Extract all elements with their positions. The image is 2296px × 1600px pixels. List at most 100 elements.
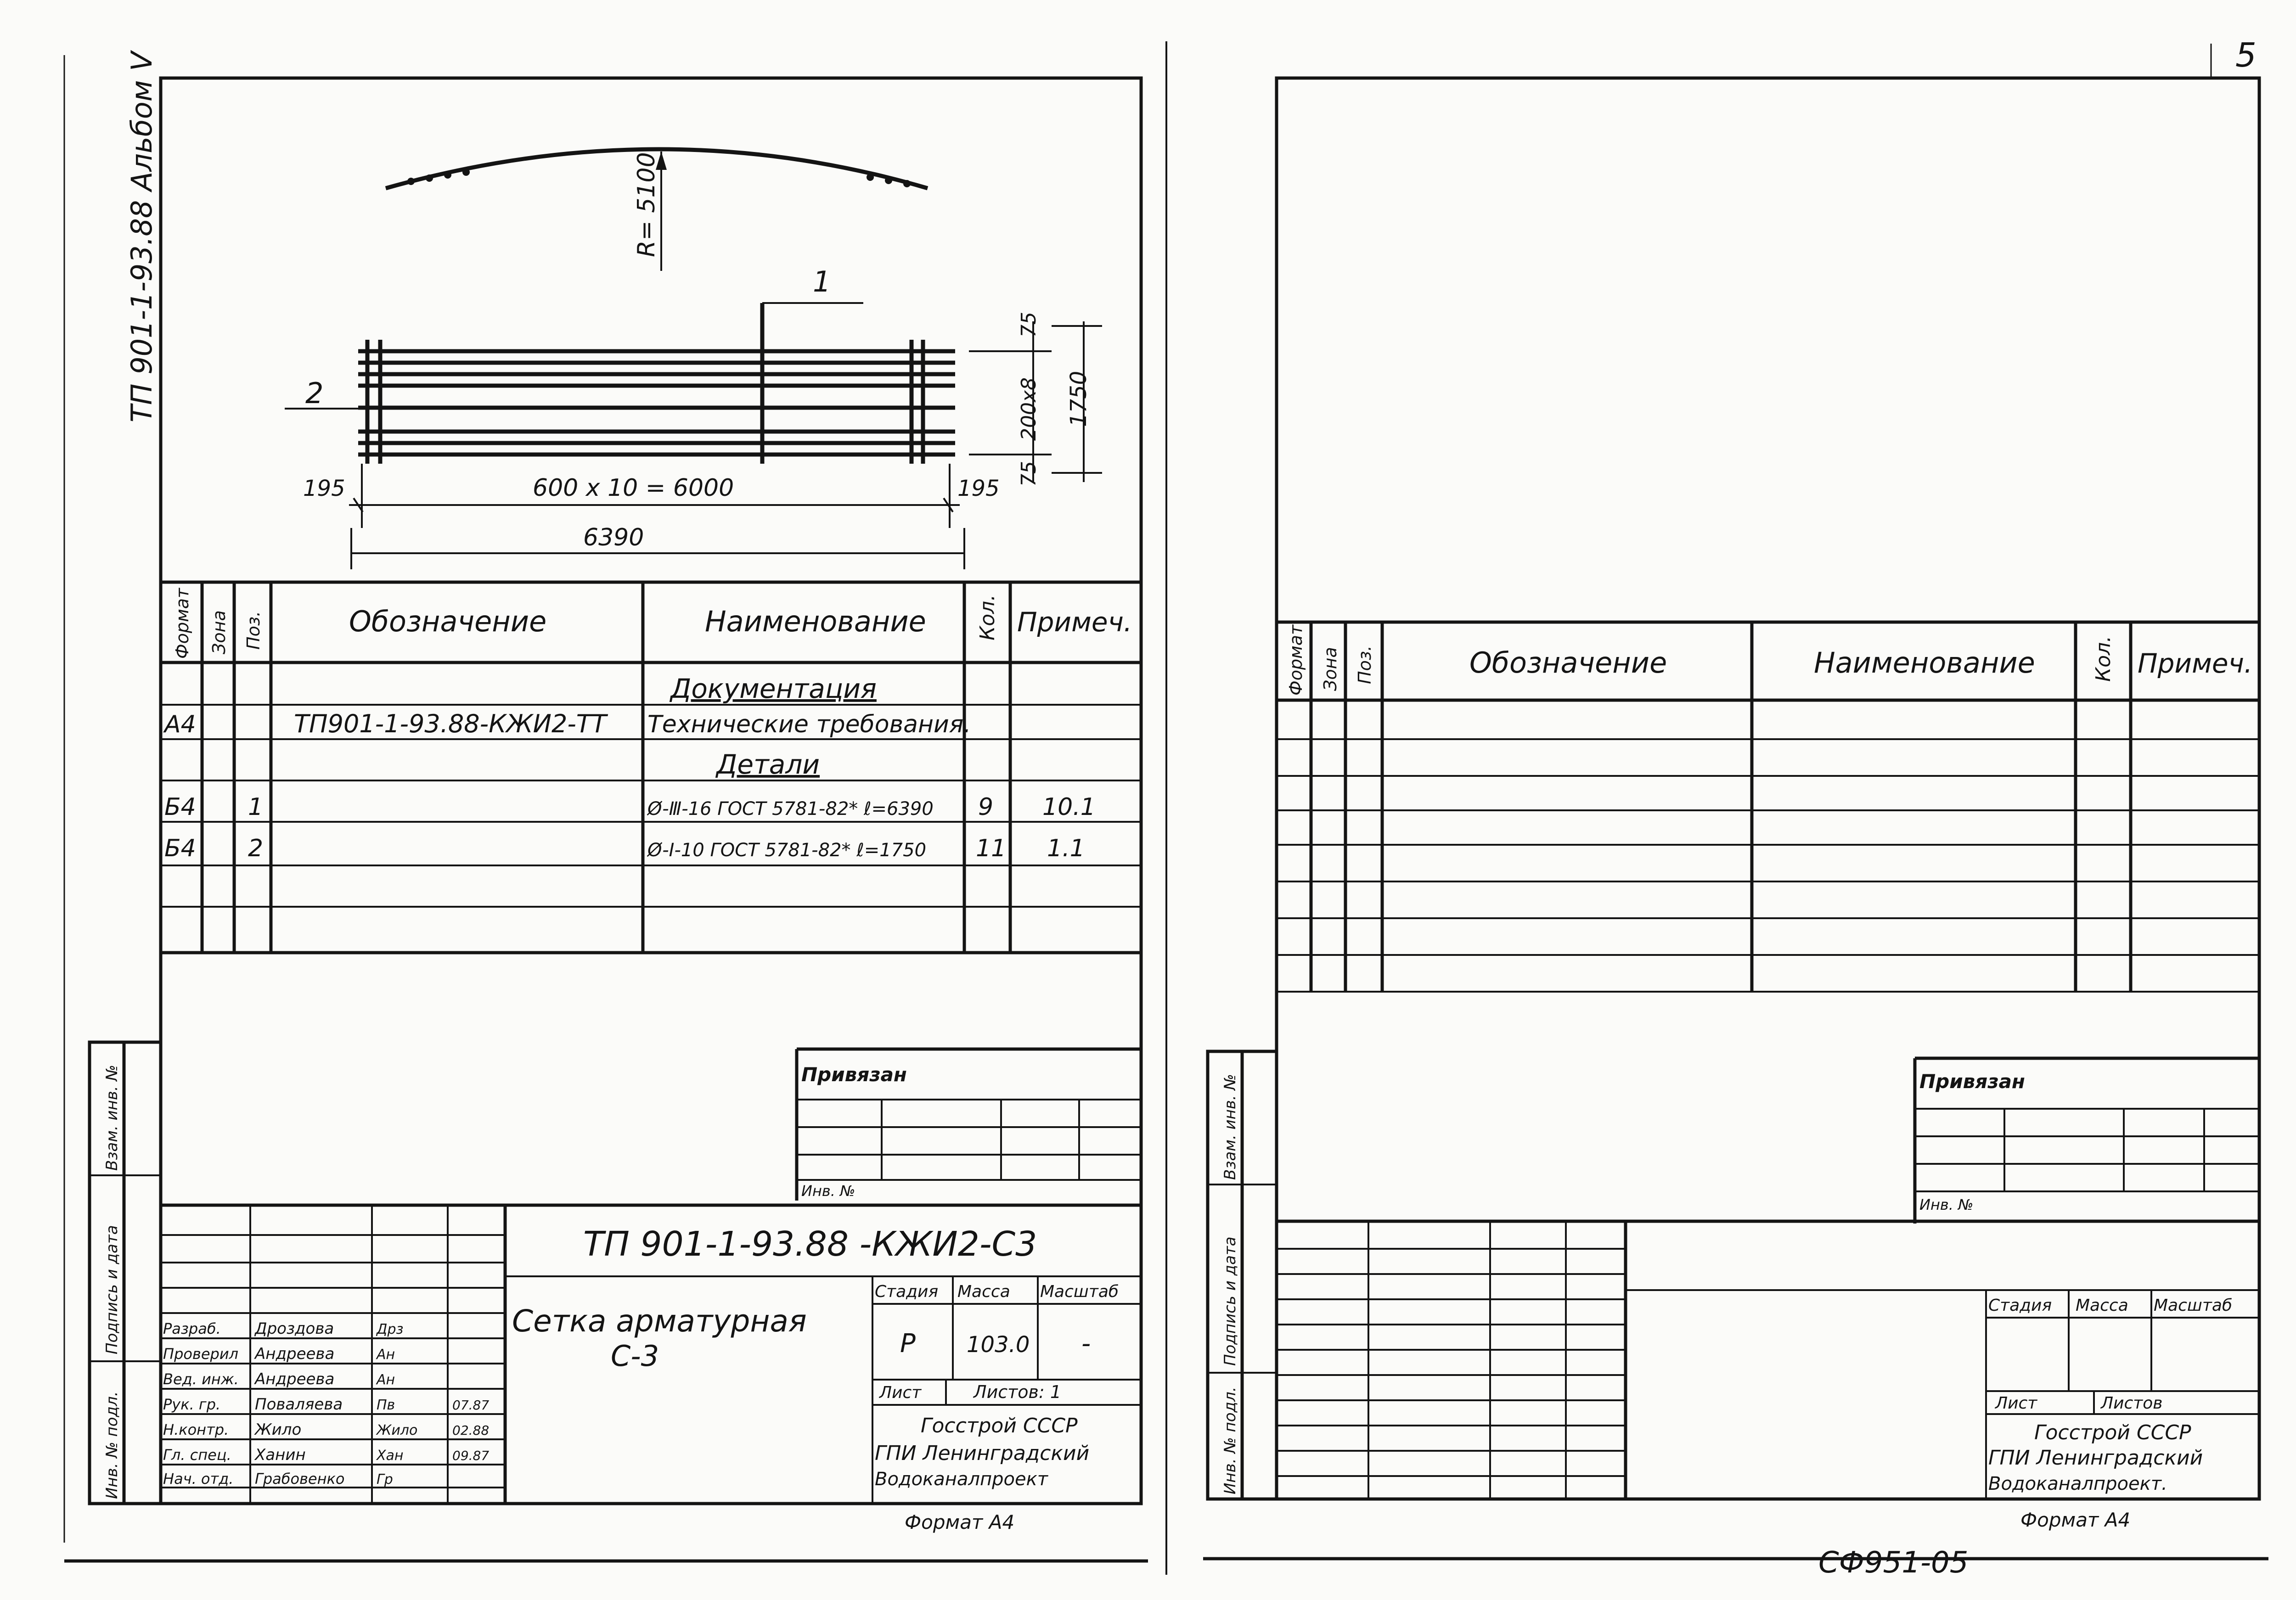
- col-format-header: Формат: [172, 587, 192, 659]
- side-label-signature-date: Подпись и дата: [103, 1225, 121, 1354]
- col-pos-header: Поз.: [1355, 646, 1375, 684]
- side-label-inv-podl: Инв. № подл.: [103, 1391, 121, 1499]
- arc-weld-marks: [407, 168, 911, 187]
- spec-row: Детали: [715, 749, 820, 780]
- people-row: Проверил Андреева Ан: [163, 1345, 395, 1363]
- person-signature: Дрз: [376, 1321, 403, 1337]
- col-designation-header: Обозначение: [349, 605, 546, 638]
- org-line1: Госстрой СССР: [2034, 1421, 2191, 1444]
- stage-value: Р: [900, 1329, 916, 1359]
- privyazan-label: Привязан: [801, 1063, 907, 1086]
- row-name: Ø-Ⅲ-16 ГОСТ 5781-82* ℓ=6390: [647, 798, 934, 820]
- col-qty-header: Кол.: [976, 595, 999, 640]
- person-name: Грабовенко: [255, 1470, 344, 1488]
- side-label-signature-date: Подпись и дата: [1221, 1236, 1239, 1366]
- col-zone-header: Зона: [209, 610, 229, 654]
- person-signature: Ан: [376, 1347, 395, 1363]
- scale-label: Масштаб: [2154, 1296, 2232, 1315]
- col-name-header: Наименование: [1814, 646, 2035, 679]
- row-format: Б4: [164, 793, 196, 821]
- inv-no-label: Инв. №: [801, 1182, 855, 1200]
- row-designation: ТП901-1-93.88-КЖИ2-ТТ: [294, 709, 608, 738]
- section-heading: Документация: [669, 673, 877, 704]
- archive-code: СФ951-05: [1818, 1546, 1968, 1580]
- row-name: Технические требования.: [647, 711, 971, 738]
- col-qty-header: Кол.: [2092, 636, 2115, 682]
- dim-total-horizontal: 6390: [583, 524, 644, 551]
- spec-row: Документация: [669, 673, 877, 704]
- scale-label: Масштаб: [1040, 1282, 1119, 1301]
- people-row: Вед. инж. Андреева Ан: [163, 1370, 395, 1388]
- org-line3: Водоканалпроект: [875, 1469, 1049, 1490]
- people-row: Гл. спец. Ханин Хан 09.87: [163, 1446, 489, 1464]
- person-date: 02.88: [452, 1423, 489, 1438]
- person-role: Разраб.: [163, 1320, 221, 1337]
- person-signature: Хан: [376, 1448, 404, 1464]
- side-stamp-right: Инв. № подл. Подпись и дата Взам. инв. №: [1206, 1050, 1278, 1501]
- people-row: Разраб. Дроздова Дрз: [163, 1319, 403, 1338]
- person-role: Гл. спец.: [163, 1446, 231, 1464]
- album-code: ТП 901-1-93.88 Альбом V: [125, 50, 158, 422]
- dim-total-vertical: 1750: [1066, 371, 1092, 427]
- person-date: 07.87: [452, 1398, 489, 1413]
- spec-table-right: Формат Зона Поз. Обозначение Наименовани…: [1277, 620, 2259, 993]
- sheet-label: Лист: [1994, 1394, 2037, 1413]
- row-pos: 1: [248, 793, 263, 821]
- section-heading: Детали: [715, 749, 820, 780]
- title-block-left: ТП 901-1-93.88 -КЖИ2-С3 Сетка арматурная…: [161, 1203, 1141, 1533]
- dim-edge-left: 195: [303, 476, 345, 501]
- scale-value: -: [1081, 1329, 1091, 1359]
- col-pos-header: Поз.: [243, 611, 264, 650]
- person-date: 09.87: [452, 1448, 489, 1463]
- row-note: 10.1: [1042, 793, 1096, 821]
- col-designation-header: Обозначение: [1469, 646, 1667, 679]
- side-stamp-left: Инв. № подл. Подпись и дата Взам. инв. №: [88, 1040, 163, 1505]
- privyazan-label: Привязан: [1919, 1070, 2025, 1093]
- person-role: Н.контр.: [163, 1421, 229, 1438]
- org-line2: ГПИ Ленинградский: [1988, 1446, 2203, 1470]
- spec-row: Б4 2 Ø-Ⅰ-10 ГОСТ 5781-82* ℓ=1750 11 1.1: [164, 835, 1085, 862]
- page-number: 5: [2235, 36, 2257, 74]
- dim-edge-right: 195: [957, 476, 1000, 501]
- person-signature: Ан: [376, 1372, 395, 1388]
- person-name: Дроздова: [254, 1319, 334, 1338]
- col-note-header: Примеч.: [2138, 648, 2252, 679]
- person-role: Вед. инж.: [163, 1370, 239, 1388]
- stage-label: Стадия: [1988, 1296, 2052, 1315]
- row-qty: 11: [976, 835, 1006, 862]
- row-qty: 9: [978, 793, 993, 821]
- drawing-title: Сетка арматурная: [512, 1303, 807, 1339]
- dim-pitch-vertical: 200x8: [1017, 377, 1041, 441]
- mass-label: Масса: [957, 1282, 1010, 1301]
- document-code: ТП 901-1-93.88 -КЖИ2-С3: [583, 1224, 1037, 1264]
- drawing-subtitle: С-3: [611, 1339, 659, 1373]
- person-role: Нач. отд.: [163, 1470, 233, 1488]
- row-note: 1.1: [1047, 835, 1085, 862]
- person-name: Ханин: [254, 1446, 306, 1464]
- title-block-right: Стадия Масса Масштаб Лист Листов Госстро…: [1277, 1219, 2259, 1531]
- sheets-count: Листов: 1: [973, 1382, 1061, 1402]
- org-line2: ГПИ Ленинградский: [875, 1442, 1089, 1465]
- row-name: Ø-Ⅰ-10 ГОСТ 5781-82* ℓ=1750: [647, 840, 926, 861]
- person-role: Рук. гр.: [163, 1396, 220, 1413]
- spec-row: А4 ТП901-1-93.88-КЖИ2-ТТ Технические тре…: [163, 709, 971, 738]
- format-label: Формат А4: [905, 1511, 1014, 1533]
- people-row: Н.контр. Жило Жило 02.88: [163, 1420, 489, 1439]
- row-format: А4: [163, 711, 196, 738]
- mass-value: 103.0: [967, 1332, 1030, 1358]
- dim-bottom-offset: 75: [1017, 461, 1041, 487]
- person-signature: Пв: [377, 1397, 395, 1413]
- people-row: Рук. гр. Поваляева Пв 07.87: [163, 1395, 489, 1414]
- side-label-inv-podl: Инв. № подл.: [1221, 1387, 1239, 1494]
- person-name: Андреева: [254, 1345, 334, 1363]
- stage-label: Стадия: [875, 1282, 938, 1301]
- col-format-header: Формат: [1286, 624, 1306, 696]
- person-role: Проверил: [163, 1345, 238, 1363]
- inv-no-label: Инв. №: [1919, 1196, 1973, 1213]
- org-line1: Госстрой СССР: [921, 1414, 1078, 1437]
- people-row: Нач. отд. Грабовенко Гр: [163, 1470, 393, 1488]
- side-label-vzam-inv: Взам. инв. №: [103, 1065, 121, 1171]
- person-name: Андреева: [254, 1370, 334, 1388]
